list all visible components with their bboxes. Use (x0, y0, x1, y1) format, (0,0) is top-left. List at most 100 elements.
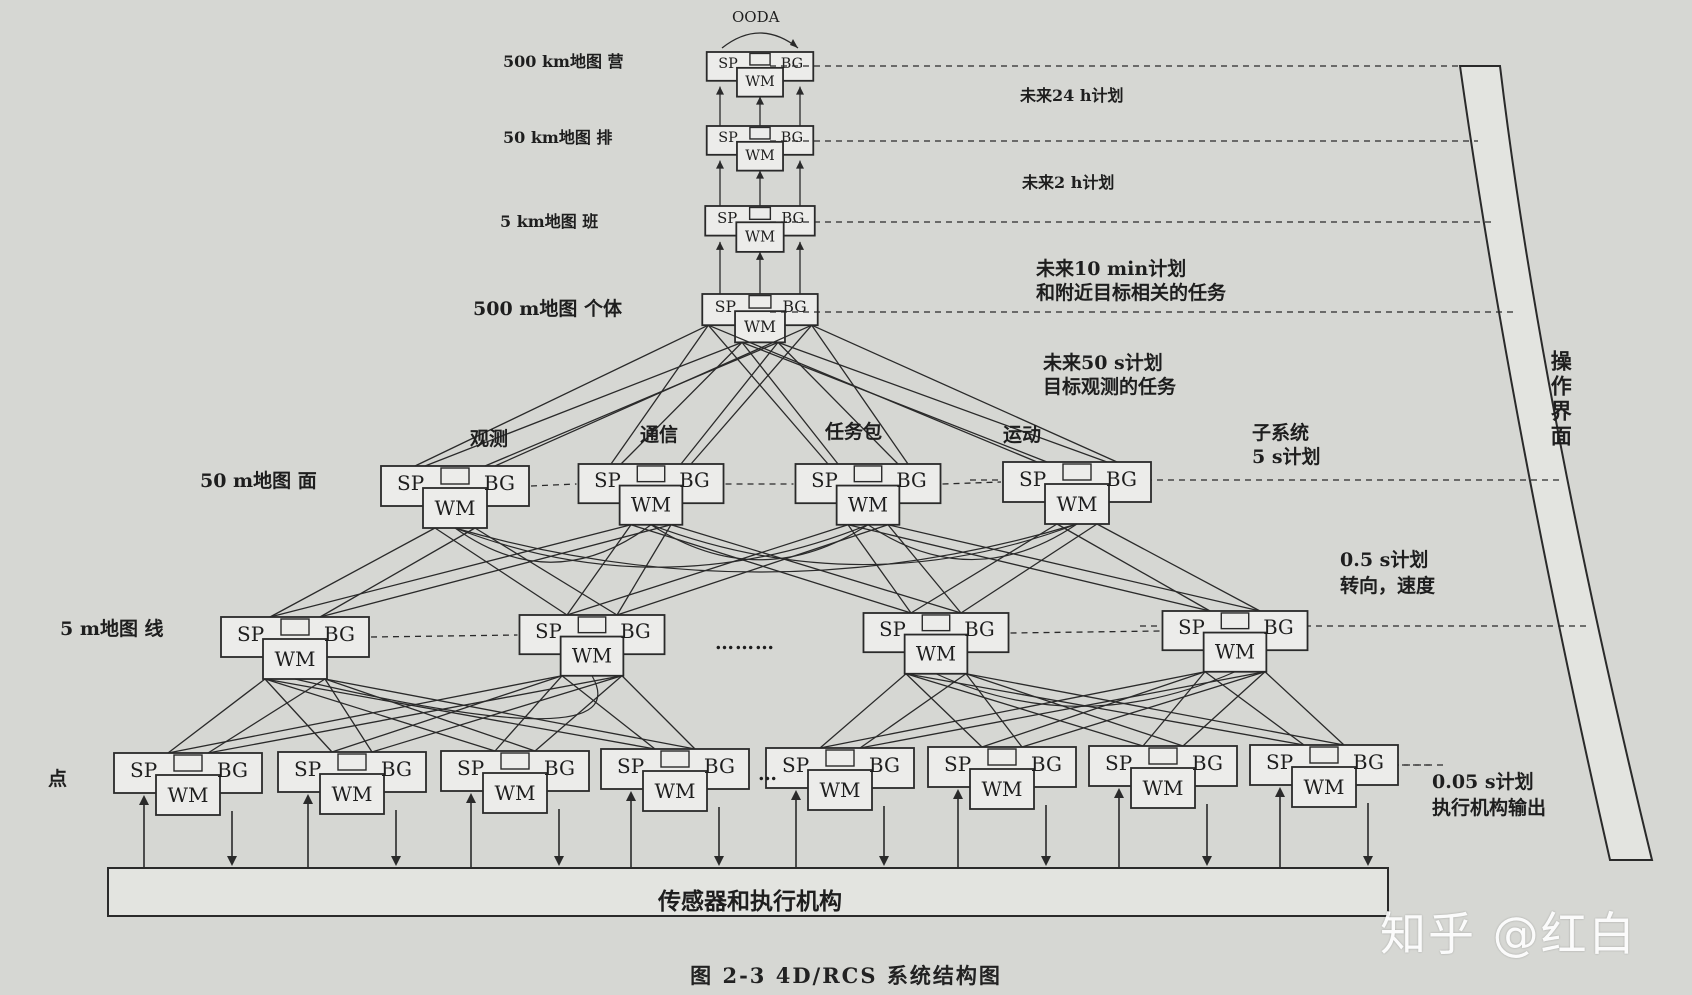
node-sub-mobility-bg-label: BG (1106, 467, 1137, 491)
fan-line-point-2-5-a (905, 673, 983, 748)
chain-arrow-0-1 (756, 96, 764, 105)
node-battalion-wm-label: WM (745, 74, 775, 90)
node-sub-mission-bg-label: BG (896, 469, 926, 492)
node-point-3-bg-label: BG (544, 756, 575, 780)
node-point-4-wm-box (642, 770, 708, 812)
node-point-7-connector (1148, 747, 1178, 765)
node-sub-communication-bg-label: BG (679, 469, 709, 492)
node-point-3-wm-label: WM (494, 781, 535, 805)
node-point-1-connector (173, 754, 203, 772)
node-sub-mission-sp-label: SP (811, 469, 838, 492)
fan-individual-sub-right-3 (811, 324, 1118, 463)
node-point-5-sp-label: SP (782, 753, 809, 777)
ellipsis-line-level: ……… (715, 632, 775, 654)
node-platoon-connector (749, 126, 771, 140)
node-point-4-bg-label: BG (704, 754, 735, 778)
node-point-7-wm-label: WM (1142, 776, 1183, 800)
node-point-2-wm-box (319, 773, 385, 815)
node-point-7-sp-label: SP (1105, 751, 1132, 775)
level-label-battalion: 500 km地图 营 (503, 52, 624, 71)
chain-arrow-2-1 (756, 251, 764, 260)
actuator-down-arrow-5 (1041, 856, 1051, 866)
node-point-8-connector (1309, 746, 1339, 764)
fan-line-point-1-3-b (621, 675, 696, 750)
node-platoon-bg-label: BG (781, 130, 803, 146)
node-sub-observation-wm-label: WM (434, 496, 475, 520)
node-point-1-wm-box (155, 774, 221, 816)
actuator-down-arrow-6 (1202, 856, 1212, 866)
fan-line-point-0-3-b (324, 678, 696, 750)
node-point-8-wm-box (1291, 766, 1357, 808)
node-point-5-bg-label: BG (869, 753, 900, 777)
node-point-4-connector (660, 750, 690, 768)
fan-individual-sub-left-2 (707, 324, 829, 465)
node-point-7-bg-label: BG (1192, 751, 1223, 775)
sensor-up-arrow-1 (303, 794, 313, 804)
node-squad-sp-label: SP (717, 210, 737, 227)
sensor-up-arrow-7 (1275, 787, 1285, 797)
node-sub-mobility-wm-label: WM (1056, 492, 1097, 516)
node-point-6-connector (987, 748, 1017, 766)
chain-arrow-2-0 (716, 241, 724, 250)
fan-line-point-1-1-b (371, 675, 623, 753)
fan-line-point-2-6-b (965, 673, 1184, 747)
horizon-50s: 未来50 s计划 目标观测的任务 (1043, 352, 1177, 398)
node-individual-connector (748, 294, 772, 309)
node-sub-mobility-connector (1062, 463, 1092, 481)
node-sub-observation-bg-label: BG (484, 471, 515, 495)
node-point-5-connector (825, 749, 855, 767)
node-point-6-wm-box (969, 768, 1035, 810)
node-battalion-bg-label: BG (781, 56, 803, 72)
chain-arrow-1-2 (796, 160, 804, 169)
fan-sub-line-1-0-a (269, 524, 632, 618)
sub-crosslink-0-3 (454, 523, 1078, 573)
fan-line-point-1-2-a (494, 675, 563, 752)
fan-line-point-0-0-a (167, 678, 266, 754)
node-sub-mission-wm-label: WM (848, 494, 888, 517)
horizon-5s: 子系统 5 s计划 (1252, 422, 1321, 468)
node-line-1-wm-box (262, 638, 328, 680)
node-point-8-bg-label: BG (1353, 750, 1384, 774)
node-point-1-wm-label: WM (167, 783, 208, 807)
fan-line-point-3-5-b (1021, 671, 1266, 748)
operator-interface-bar (1458, 65, 1654, 861)
node-squad-wm-label: WM (745, 229, 775, 246)
node-line-2-sp-label: SP (535, 620, 562, 643)
level-label-squad: 5 km地图 班 (500, 212, 599, 231)
fan-line-point-2-4-a (819, 673, 907, 749)
fan-sub-line-2-2-b (887, 524, 962, 614)
node-sub-observation-sp-label: SP (397, 471, 424, 495)
sensor-up-arrow-3 (626, 791, 636, 801)
fan-sub-line-3-2-a (910, 523, 1058, 614)
subsystem-mission-package: 任务包 (825, 421, 883, 443)
node-sub-communication-sp-label: SP (594, 469, 621, 492)
horizon-24h: 未来24 h计划 (1020, 86, 1124, 105)
node-point-2-sp-label: SP (294, 757, 321, 781)
fan-individual-sub-1-0 (620, 341, 743, 465)
node-point-8-sp-label: SP (1266, 750, 1293, 774)
subsystem-observation: 观测 (470, 428, 509, 450)
fan-sub-line-1-0-b (319, 524, 672, 618)
fan-sub-line-1-2-b (670, 524, 962, 614)
level-label-platoon: 50 km地图 排 (503, 128, 613, 147)
actuator-down-arrow-1 (391, 856, 401, 866)
fan-individual-sub-left-1 (610, 324, 709, 465)
node-sub-mobility-sp-label: SP (1019, 467, 1046, 491)
fan-sub-line-2-1-a (566, 524, 849, 616)
fan-line-point-3-7-b (1264, 671, 1345, 746)
sub-crosslink-1-3 (650, 523, 1078, 566)
node-line-4-sp-label: SP (1178, 616, 1205, 639)
node-line-2-wm-label: WM (572, 645, 612, 668)
node-platoon-wm-label: WM (745, 148, 775, 164)
horizon-0-05s: 0.05 s计划 执行机构输出 (1432, 771, 1547, 819)
node-sub-communication-wm-label: WM (631, 494, 671, 517)
ooda-arrowhead (790, 39, 798, 48)
node-line-1-wm-label: WM (274, 647, 315, 671)
sub-crosslink-2-3 (867, 523, 1078, 561)
sensor-up-arrow-5 (953, 789, 963, 799)
node-sub-mobility-wm-box (1044, 483, 1110, 525)
node-sub-communication-connector (636, 465, 666, 483)
node-line-3-sp-label: SP (879, 618, 906, 641)
actuator-down-arrow-4 (879, 856, 889, 866)
level-label-individual: 500 m地图 个体 (473, 298, 622, 320)
